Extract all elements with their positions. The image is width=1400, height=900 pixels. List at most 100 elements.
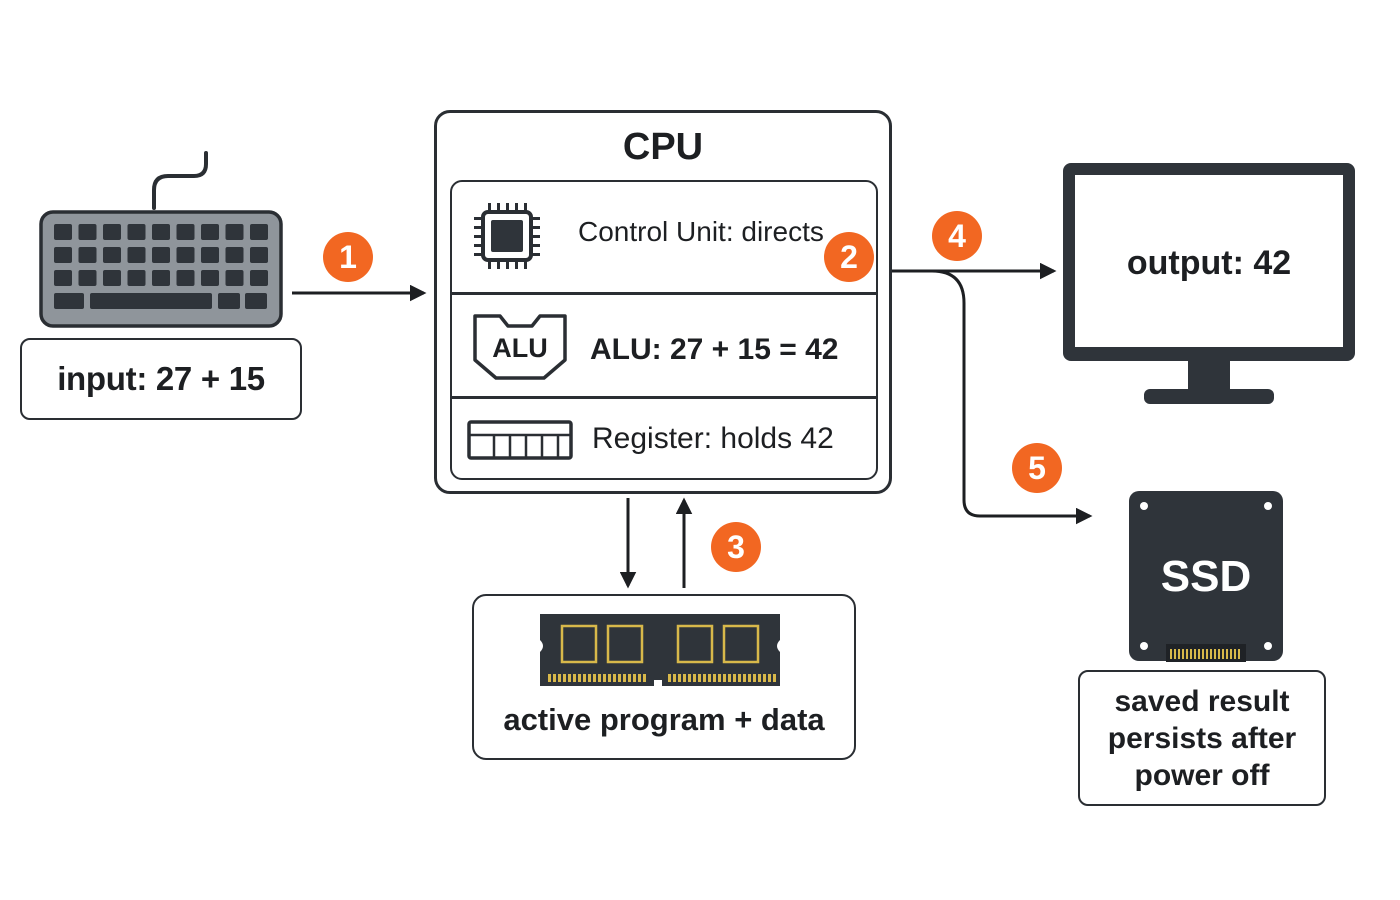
chip-pin <box>515 260 518 269</box>
keyboard-key <box>225 247 244 263</box>
ssd-contact <box>1238 649 1240 659</box>
ram-contact <box>728 674 731 682</box>
chip-pin <box>474 217 483 220</box>
ssd-contact <box>1230 649 1232 659</box>
arrow-cpu-to-ssd <box>931 269 1093 525</box>
chip-pin <box>497 260 500 269</box>
keyboard-key <box>152 224 170 240</box>
ram-contact <box>593 674 596 682</box>
ssd-contact <box>1226 649 1228 659</box>
ram-contact <box>743 674 746 682</box>
chip-pin <box>506 203 509 212</box>
register-icon <box>467 420 573 460</box>
ssd-contact <box>1206 649 1208 659</box>
control-unit-text: Control Unit: directs <box>578 216 824 247</box>
ssd-icon <box>1129 491 1283 662</box>
ssd-contact <box>1182 649 1184 659</box>
chip-pin <box>531 226 540 229</box>
chip-pin <box>488 260 491 269</box>
step-badge-1: 1 <box>323 232 373 282</box>
ram-contact <box>588 674 591 682</box>
cpu-divider-2 <box>451 396 877 399</box>
keyboard-icon <box>39 151 283 328</box>
keyboard-key <box>54 293 84 309</box>
chip-pin <box>474 244 483 247</box>
chip-pin <box>531 235 540 238</box>
keyboard-key <box>103 247 121 263</box>
ram-contact <box>553 674 556 682</box>
ram-contact <box>748 674 751 682</box>
ram-contact <box>713 674 716 682</box>
keyboard-key <box>250 224 268 240</box>
chip-pin <box>515 203 518 212</box>
keyboard-key <box>152 247 170 263</box>
input-label-box: input: 27 + 15 <box>20 338 302 420</box>
ram-contact <box>668 674 671 682</box>
ssd-badge-text: SSD <box>1160 552 1252 601</box>
ram-label: active program + data <box>503 702 825 737</box>
chip-pin <box>524 203 527 212</box>
keyboard-key <box>127 224 146 240</box>
ram-contact <box>598 674 601 682</box>
keyboard-key <box>78 224 97 240</box>
ram-contact <box>623 674 626 682</box>
step-badge-5: 5 <box>1012 443 1062 493</box>
ram-contact <box>683 674 686 682</box>
input-label: input: 27 + 15 <box>57 360 265 397</box>
ram-contact <box>573 674 576 682</box>
chip-pin <box>474 235 483 238</box>
keyboard-key <box>78 247 97 263</box>
chip-pin <box>488 203 491 212</box>
keyboard-key <box>103 270 121 286</box>
ram-contact <box>638 674 641 682</box>
keyboard-key <box>201 270 219 286</box>
keyboard-spacebar <box>90 293 212 309</box>
keyboard-key <box>245 293 267 309</box>
ssd-contact <box>1186 649 1188 659</box>
alu-text: ALU: 27 + 15 = 42 <box>590 333 839 366</box>
ram-contact <box>608 674 611 682</box>
ram-contact <box>583 674 586 682</box>
chip-pin <box>474 253 483 256</box>
keyboard-key <box>176 247 195 263</box>
keyboard-key <box>201 224 219 240</box>
ram-contact <box>753 674 756 682</box>
step-badge-4: 4 <box>932 211 982 261</box>
ram-contact <box>733 674 736 682</box>
alu-badge-text: ALU <box>492 333 548 363</box>
ram-contact <box>563 674 566 682</box>
monitor-label: output: 42 <box>1126 244 1292 282</box>
chip-pin <box>506 260 509 269</box>
ram-contact <box>618 674 621 682</box>
ssd-contact <box>1222 649 1224 659</box>
ssd-label-line-2: persists after <box>1107 721 1297 755</box>
ram-contact <box>763 674 766 682</box>
ram-contact <box>688 674 691 682</box>
ram-contact <box>768 674 771 682</box>
ssd-contact <box>1234 649 1236 659</box>
step-badge-3: 3 <box>711 522 761 572</box>
ram-contact <box>738 674 741 682</box>
chip-pin <box>497 203 500 212</box>
ssd-contact <box>1214 649 1216 659</box>
cpu-inner-panel <box>450 180 878 480</box>
ssd-contact <box>1190 649 1192 659</box>
monitor-icon <box>1063 163 1355 404</box>
ram-contact <box>673 674 676 682</box>
ssd-contact <box>1198 649 1200 659</box>
register-text: Register: holds 42 <box>592 422 834 455</box>
ram-contact <box>723 674 726 682</box>
keyboard-key <box>201 247 219 263</box>
keyboard-key <box>250 270 268 286</box>
keyboard-key <box>103 224 121 240</box>
ssd-contact <box>1210 649 1212 659</box>
keyboard-key <box>250 247 268 263</box>
step-badge-2: 2 <box>824 232 874 282</box>
ssd-contact <box>1178 649 1180 659</box>
keyboard-key <box>54 247 72 263</box>
ssd-contact <box>1194 649 1196 659</box>
keyboard-key <box>54 224 72 240</box>
ram-contact <box>578 674 581 682</box>
chip-pin <box>524 260 527 269</box>
